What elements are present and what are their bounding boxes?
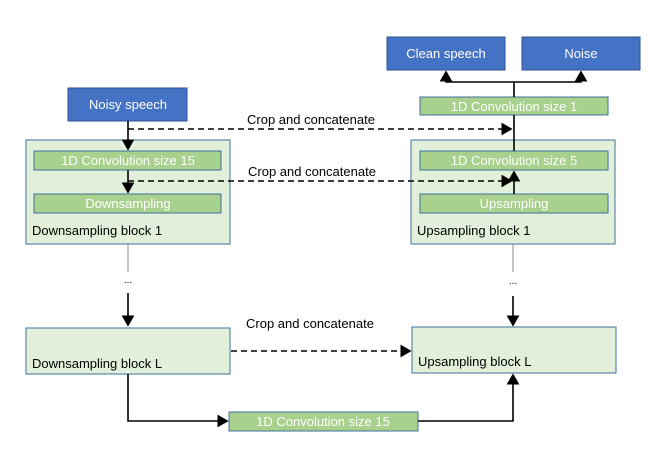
down1-block-label: Downsampling block 1 <box>32 223 162 238</box>
down1-conv-label: 1D Convolution size 15 <box>61 153 195 168</box>
arrow-to-clean <box>439 70 514 83</box>
noisy-speech-label: Noisy speech <box>89 97 167 112</box>
bottleneck-conv-label: 1D Convolution size 15 <box>256 414 390 429</box>
down1-sampling-box <box>33 193 222 214</box>
downL-block-label: Downsampling block L <box>32 356 162 371</box>
conv1-label: 1D Convolution size 1 <box>451 99 577 114</box>
upL-block-label: Upsampling block L <box>418 354 531 369</box>
ellipsis-right: ... <box>509 276 517 287</box>
downsampling-block-l <box>25 327 231 375</box>
arrow-to-noise <box>514 70 588 83</box>
clean-speech-box <box>386 36 506 71</box>
skip-label-1: Crop and concatenate <box>247 112 375 127</box>
up1-sampling-label: Upsampling <box>480 196 549 211</box>
down1-sampling-label: Downsampling <box>85 196 170 211</box>
noise-box <box>521 36 641 71</box>
upsampling-block-l <box>411 326 617 374</box>
up1-block-label: Upsampling block 1 <box>417 223 530 238</box>
up1-conv-label: 1D Convolution size 5 <box>451 153 577 168</box>
skip-label-2: Crop and concatenate <box>248 164 376 179</box>
arrow-bottleneck-to-upL <box>418 373 520 422</box>
skip-label-l: Crop and concatenate <box>246 316 374 331</box>
arrow-downL-to-bottleneck <box>127 374 229 428</box>
ellipsis-left: ... <box>124 275 132 286</box>
noise-label: Noise <box>564 46 597 61</box>
clean-speech-label: Clean speech <box>406 46 486 61</box>
